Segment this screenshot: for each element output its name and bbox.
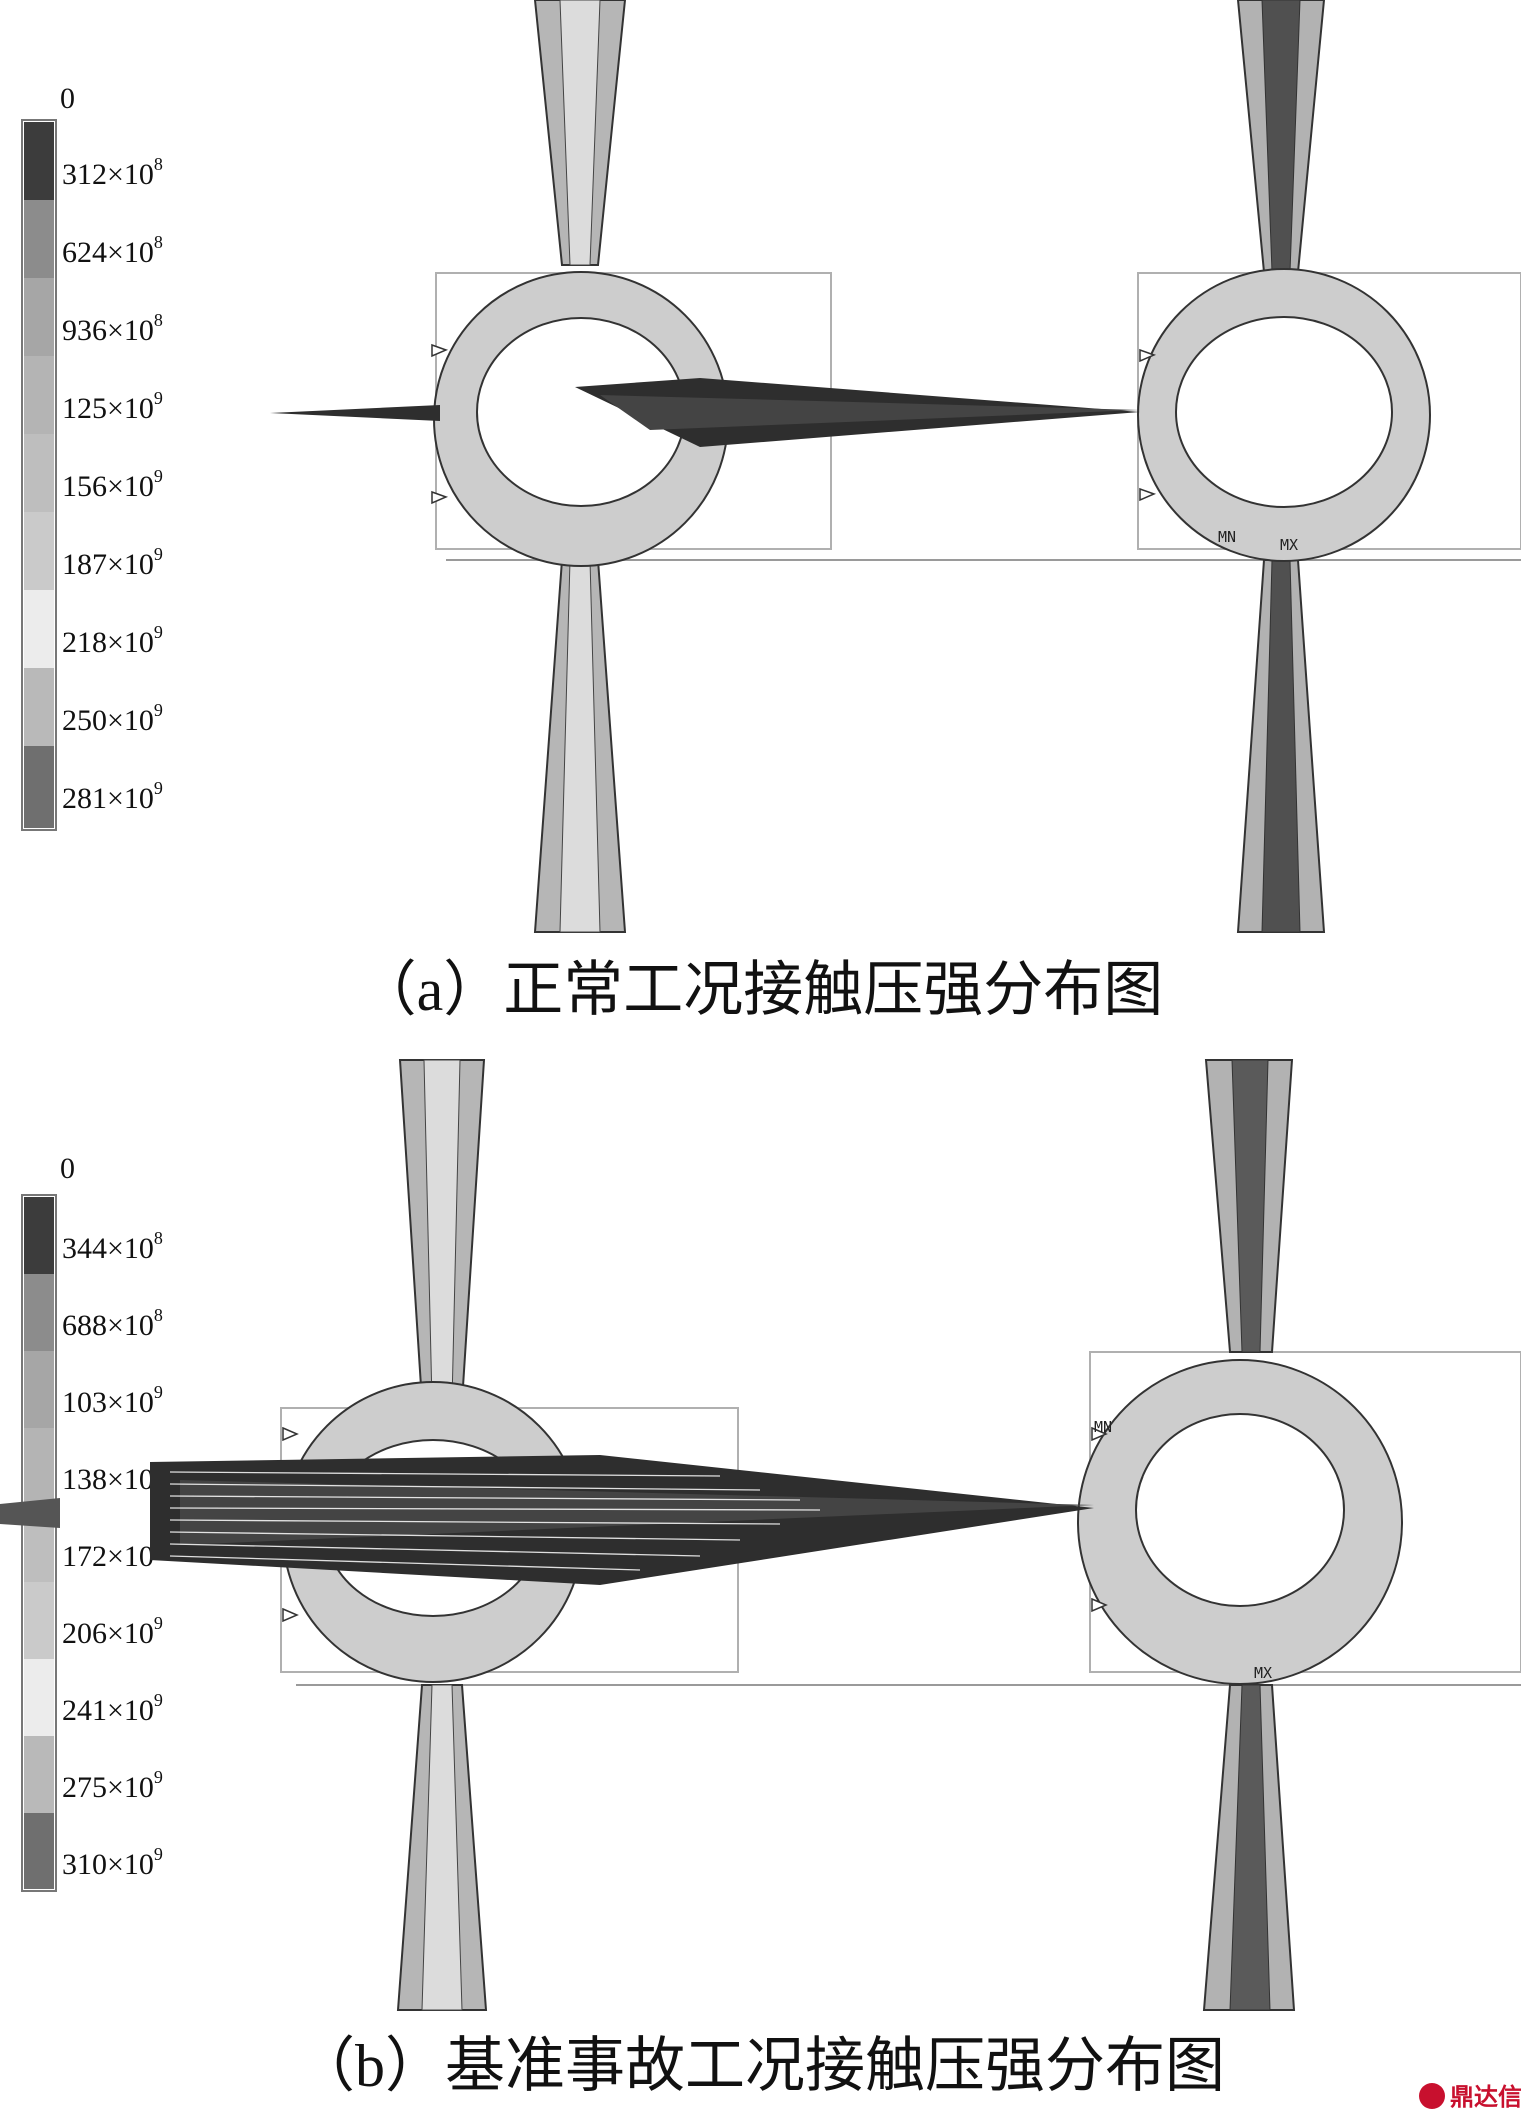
panel-b: 0 344×108 688×108 103×109 138×109 172×10… (0, 1059, 1521, 2099)
panel-a-left-rod-bottom (533, 559, 627, 933)
panel-b-legend-frame (21, 1194, 57, 1892)
panel-a-legend-frame (21, 119, 57, 831)
legend-label: 206×109 (62, 1613, 163, 1650)
legend-label: 241×109 (62, 1690, 163, 1727)
watermark-text: 鼎达信 (1450, 2083, 1521, 2111)
legend-label: 275×109 (62, 1767, 163, 1804)
legend-label: 187×109 (62, 544, 163, 581)
panel-b-legend: 0 344×108 688×108 103×109 138×109 172×10… (21, 1152, 163, 1892)
legend-swatch (24, 278, 54, 356)
legend-swatch (24, 200, 54, 278)
panel-b-caption: （b）基准事故工况接触压强分布图 (295, 2033, 1225, 2099)
panel-b-mx-marker: MX (1254, 1664, 1272, 1682)
panel-a-right-rod-top (1236, 0, 1326, 273)
watermark-logo-icon (1419, 2083, 1445, 2109)
legend-top-label: 0 (60, 1152, 75, 1185)
legend-swatch (24, 1428, 54, 1505)
legend-swatch (24, 590, 54, 668)
panel-a-left-rod-top (533, 0, 627, 266)
legend-swatch (24, 1351, 54, 1428)
legend-label: 344×108 (62, 1228, 163, 1265)
panel-a-right-ring (1137, 268, 1431, 562)
panel-a-legend: 0 312×108 624×108 936×108 125×109 156×10… (21, 82, 163, 831)
legend-label: 688×108 (62, 1305, 163, 1342)
legend-label: 624×108 (62, 232, 163, 269)
legend-label: 218×109 (62, 622, 163, 659)
legend-label: 310×109 (62, 1844, 163, 1881)
panel-b-left-rod-top (398, 1059, 486, 1403)
legend-swatch (24, 1659, 54, 1736)
legend-label: 936×108 (62, 310, 163, 347)
legend-swatch (24, 1582, 54, 1659)
panel-a-mx-marker: MX (1280, 536, 1298, 554)
legend-label: 312×108 (62, 154, 163, 191)
legend-label: 250×109 (62, 700, 163, 737)
legend-label: 125×109 (62, 388, 163, 425)
panel-b-right-rod-top (1204, 1059, 1294, 1353)
legend-label: 156×109 (62, 466, 163, 503)
legend-swatch (24, 122, 54, 200)
legend-swatch (24, 1274, 54, 1351)
panel-b-right-ring (1077, 1359, 1403, 1685)
legend-swatch (24, 1736, 54, 1813)
watermark: 鼎达信 (1419, 2083, 1521, 2111)
legend-label: 103×109 (62, 1382, 163, 1419)
legend-label: 281×109 (62, 778, 163, 815)
panel-b-right-rod-bottom (1202, 1684, 1296, 2011)
panel-b-mn-marker: MN (1094, 1418, 1112, 1436)
panel-a-contact-spikes (270, 378, 1140, 447)
panel-a: 0 312×108 624×108 936×108 125×109 156×10… (21, 0, 1521, 1023)
panel-a-right-rod-bottom (1236, 559, 1326, 933)
panel-b-left-rod-bottom (396, 1684, 488, 2011)
panel-a-caption: （a）正常工况接触压强分布图 (357, 957, 1164, 1023)
legend-swatch (24, 746, 54, 828)
panel-a-mn-marker: MN (1218, 528, 1236, 546)
legend-label: 172×109 (62, 1536, 163, 1573)
legend-swatch (24, 1197, 54, 1274)
legend-swatch (24, 668, 54, 746)
legend-swatch (24, 356, 54, 434)
legend-top-label: 0 (60, 82, 75, 115)
legend-label: 138×109 (62, 1459, 163, 1496)
panel-b-contact-spikes (0, 1455, 1094, 1585)
legend-swatch (24, 434, 54, 512)
legend-swatch (24, 1813, 54, 1889)
legend-swatch (24, 512, 54, 590)
panel-a-left-ring (431, 271, 729, 567)
